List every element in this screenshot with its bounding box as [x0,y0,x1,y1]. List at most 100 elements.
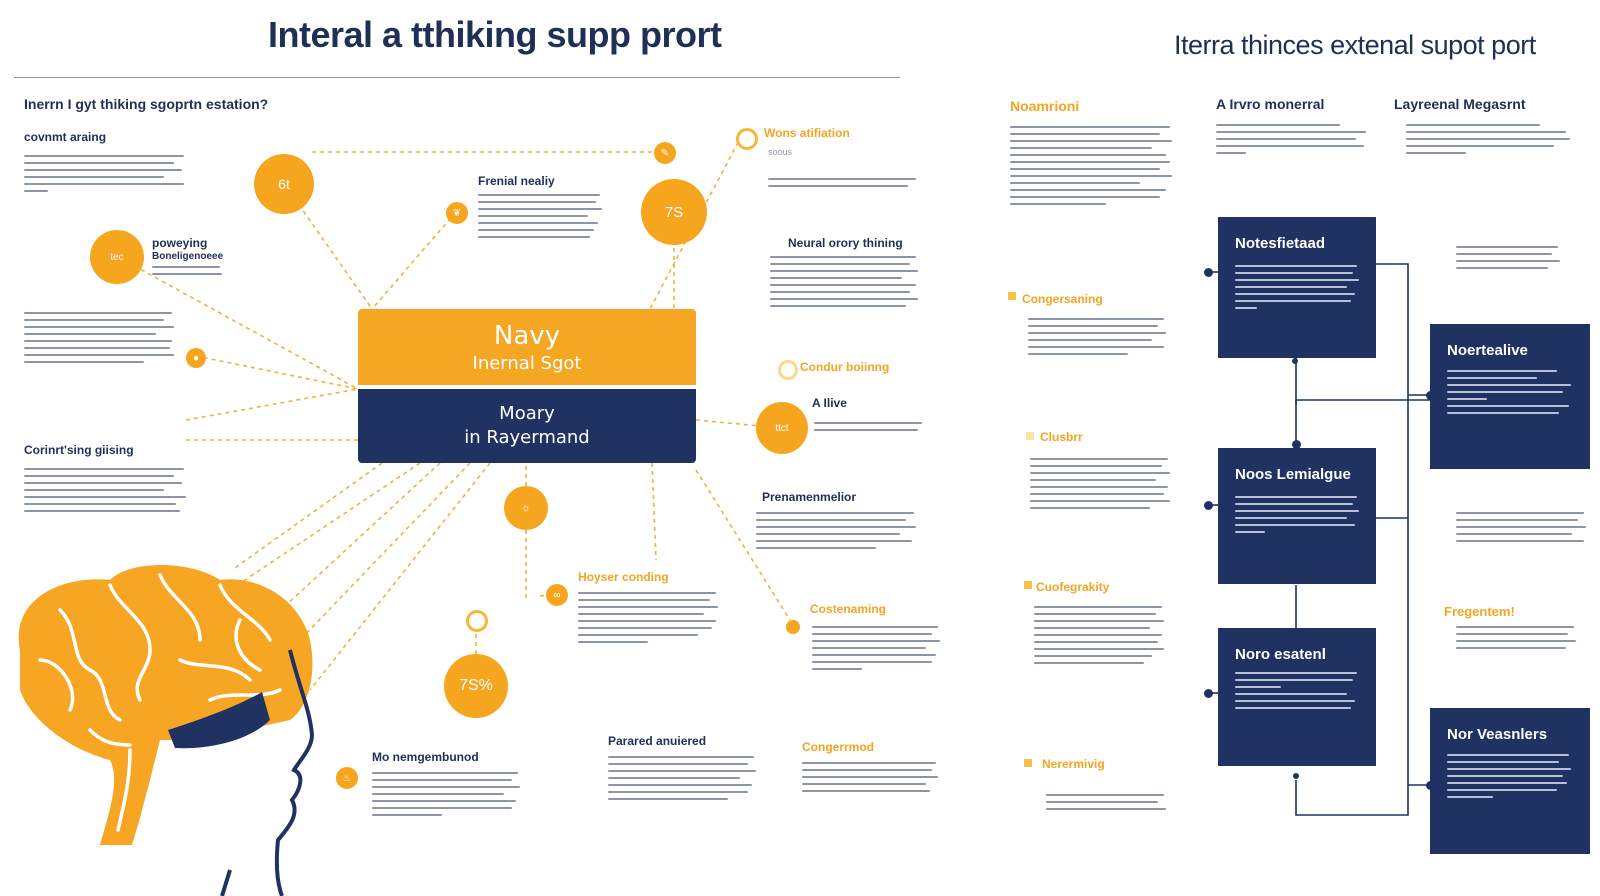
box-3-text [1235,496,1359,538]
mid-text-4 [1034,606,1164,669]
mid-text-1 [1010,126,1172,210]
flame-icon: ♨ [336,767,358,789]
node-coste-text [812,626,940,675]
node-nomem-text [372,772,520,821]
node-alive-text [814,422,924,436]
box-3-title: Noos Lemialgue [1235,466,1351,483]
stat-circle-1: 6t [254,154,314,214]
node-alive: A Ilive [812,396,847,410]
box-5: Nor Veasnlers [1430,708,1590,854]
box-2-title: Noertealive [1447,342,1528,359]
leaf-icon: ❦ [446,202,468,224]
node-hoyser: Hoyser conding [578,570,669,584]
mid-text-5 [1046,794,1166,815]
flow-dot [1204,689,1213,698]
stat-circle-2: 7S [641,179,707,245]
bullet-4 [1024,759,1032,767]
node-wons-sub: soous [768,147,793,157]
mid-heading-4: Cuofegrakity [1036,580,1110,594]
brain-icon [18,565,315,896]
flow-dot [1292,440,1301,449]
node-neural-text [770,256,918,312]
node-wons-text [768,178,918,192]
node-poweying: poweying [152,236,208,250]
flow-dot [1426,781,1435,790]
mid-heading-1: Noamrioni [1010,98,1080,114]
box-5-title: Nor Veasnlers [1447,726,1548,743]
link-icon: ∞ [546,584,568,606]
flow-dot [1204,268,1213,277]
center-line-4: in Rayermand [464,427,590,448]
ring-icon-3 [778,360,798,380]
center-box-top: Navy Inernal Sgot [358,309,696,385]
right-heading-3: Fregentem! [1444,604,1515,619]
pin-icon: ✎ [654,142,676,164]
main-title: Interal a tthiking supp prort [268,14,722,55]
mid-heading-3: Clusbrr [1040,430,1083,444]
box-1-text [1235,265,1359,314]
node-frenial-text [478,194,602,243]
box-3: Noos Lemialgue [1218,448,1376,584]
mid-heading-2: Congersaning [1022,292,1103,306]
bullet-3 [1024,581,1032,589]
right-heading-2: Layreenal Megasrnt [1394,96,1526,112]
box-2-text [1447,370,1571,419]
mid-text-2 [1028,318,1166,360]
flow-dot [1292,358,1298,364]
flow-dot [1426,391,1435,400]
bullet-1 [1008,292,1016,300]
mid-text-3 [1030,458,1170,514]
node-neural: Neural orory thining [788,236,903,250]
stat-circle-4: ttct [756,402,808,454]
stat-circle-5: 7S% [444,654,508,718]
node-hoyser-text [578,592,718,648]
node-parated-text [608,756,756,805]
right-title: Iterra thinces extenal supot port [1174,30,1536,60]
bullet-2 [1026,432,1034,440]
node-prenamen: Prenamenmelior [762,490,857,504]
small-circle: ☼ [504,486,548,530]
right-text-2 [1406,124,1570,159]
right-text-1 [1216,124,1366,159]
node-conger-text [802,762,938,797]
node-frenial: Frenial nealiy [478,174,555,188]
drop-icon: ● [186,348,206,368]
node-coste: Costenaming [810,602,887,616]
box-4-title: Noro esatenl [1235,646,1326,663]
node-poweying-text [152,266,222,280]
box-4-text [1235,672,1359,714]
node-poweying-sub: Boneligenoeee [152,251,224,262]
left-text-3 [24,468,186,517]
left-heading-2: Corinrt'sing giising [24,443,134,457]
left-text-2 [24,312,174,368]
point-icon [786,620,800,634]
ring-icon-2 [466,610,488,632]
node-prenamen-text [756,512,916,554]
left-heading-1: covnmt araing [24,130,107,144]
ring-icon-1 [736,128,758,150]
right-text-3 [1456,246,1560,274]
stat-circle-3: tec [90,230,144,284]
center-line-1: Navy [493,321,561,351]
flow-dot [1293,773,1299,779]
mid-heading-5: Nerermivig [1042,757,1105,771]
flow-dot [1204,501,1213,510]
node-nomem: Mo nemgembunod [372,750,479,764]
box-2: Noertealive [1430,324,1590,469]
right-text-4 [1456,512,1586,547]
center-box-bottom: Moary in Rayermand [358,389,696,463]
node-condur: Condur boiinng [800,360,890,374]
right-heading-1: A Irvro monerral [1216,96,1325,112]
center-line-3: Moary [499,403,555,424]
right-text-5 [1456,626,1576,654]
node-conger: Congerrmod [802,740,874,754]
node-parated: Parared anuiered [608,734,707,748]
box-1: Notesfietaad [1218,217,1376,358]
center-line-2: Inernal Sgot [472,353,582,374]
box-4: Noro esatenl [1218,628,1376,766]
left-text-1 [24,155,184,197]
box-1-title: Notesfietaad [1235,235,1326,252]
node-wons: Wons atifiation [764,126,850,140]
left-question: Inerrn I gyt thiking sgoprtn estation? [24,96,269,112]
title-divider [14,77,900,78]
